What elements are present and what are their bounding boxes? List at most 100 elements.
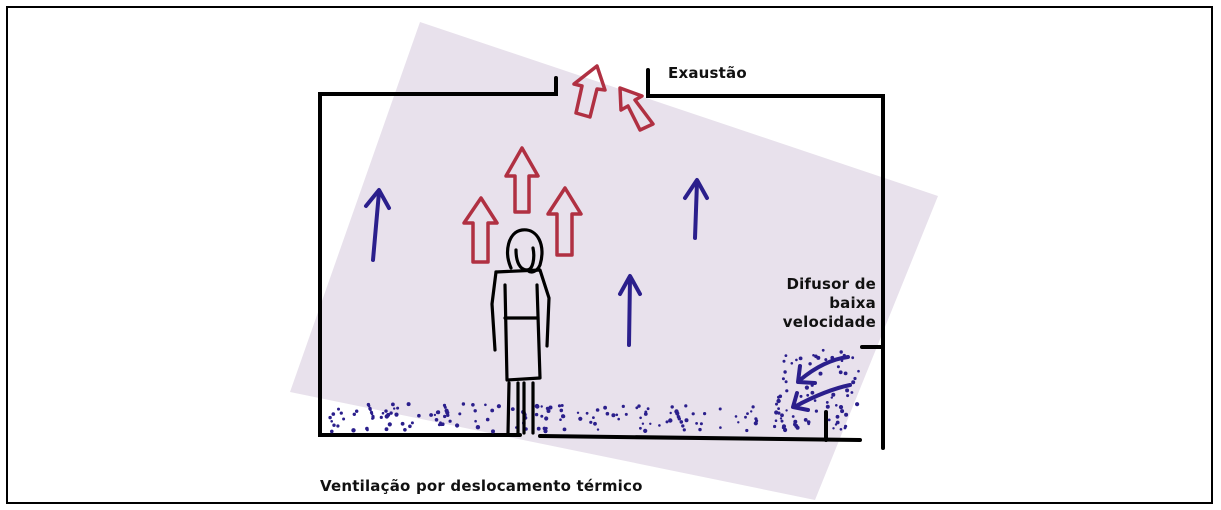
cool-air-dot bbox=[641, 422, 645, 425]
cool-air-dot bbox=[795, 358, 798, 362]
cool-air-dot bbox=[781, 377, 785, 381]
warm-air-arrows bbox=[462, 64, 655, 264]
cool-air-dot bbox=[750, 410, 753, 413]
cool-air-dot bbox=[617, 417, 620, 421]
room-left-ceiling-wall bbox=[318, 76, 558, 437]
cool-air-dot bbox=[559, 418, 562, 422]
cool-air-dot bbox=[589, 420, 593, 424]
floor-line bbox=[538, 434, 862, 442]
cool-air-dot bbox=[807, 422, 811, 426]
warm-arrow-2 bbox=[504, 146, 540, 214]
cool-air-dot bbox=[534, 403, 540, 409]
cool-air-dot bbox=[384, 427, 389, 432]
cool-air-dot bbox=[779, 417, 783, 420]
cool-air-dot bbox=[337, 407, 340, 411]
cool-air-dot bbox=[857, 369, 860, 373]
cool-air-dot bbox=[838, 370, 843, 375]
cool-air-dot bbox=[332, 423, 336, 427]
warm-arrow-4 bbox=[572, 64, 607, 119]
cool-air-dot bbox=[818, 371, 823, 376]
cool-air-dot bbox=[330, 429, 334, 434]
cool-air-dot bbox=[682, 428, 686, 432]
cool-air-dot bbox=[778, 394, 783, 399]
cool-air-dot bbox=[561, 414, 566, 419]
cool-air-dot bbox=[643, 428, 648, 433]
cool-air-dot bbox=[393, 407, 396, 410]
cool-air-dot bbox=[484, 403, 487, 407]
cool-air-dot bbox=[784, 354, 788, 357]
cool-air-dot bbox=[433, 413, 437, 417]
cool-air-dot bbox=[774, 410, 779, 415]
cool-air-dot bbox=[839, 350, 843, 354]
cool-air-dot bbox=[434, 418, 439, 422]
cool-air-dot bbox=[396, 406, 400, 410]
cool-air-dot bbox=[737, 421, 740, 424]
cool-air-dot bbox=[485, 417, 490, 422]
diffuser-label: Difusor de baixa velocidade bbox=[766, 275, 876, 332]
cool-air-dot bbox=[342, 417, 346, 421]
cool-air-dot bbox=[387, 422, 392, 427]
cool-air-dot bbox=[814, 409, 819, 413]
cool-air-dot bbox=[808, 362, 812, 366]
cool-air-dot bbox=[835, 404, 838, 407]
cool-air-dot bbox=[410, 421, 414, 425]
cool-air-dot bbox=[845, 388, 850, 393]
cool-air-dot bbox=[669, 411, 672, 415]
cool-air-dot bbox=[810, 390, 815, 395]
cool-air-dot bbox=[386, 412, 391, 417]
cool-air-dot bbox=[351, 428, 356, 433]
cool-air-dot bbox=[851, 356, 855, 360]
figure-caption: Ventilação por deslocamento térmico bbox=[320, 477, 643, 495]
cool-air-dot bbox=[832, 427, 835, 430]
cool-air-dot bbox=[339, 411, 343, 415]
cool-air-dot bbox=[699, 422, 703, 426]
cool-air-dot bbox=[490, 408, 495, 413]
cool-air-dot bbox=[698, 427, 702, 432]
cool-air-dot bbox=[394, 412, 399, 417]
cool-air-dot bbox=[835, 414, 840, 419]
cool-air-dot bbox=[441, 422, 445, 427]
cool-air-dot bbox=[734, 415, 738, 418]
cool-air-dot bbox=[753, 421, 758, 426]
cool-air-dot bbox=[471, 403, 475, 407]
cool-air-dot bbox=[751, 405, 755, 409]
cool-air-dot bbox=[798, 356, 803, 361]
cool-air-dot bbox=[330, 420, 334, 423]
cool-air-dot bbox=[783, 370, 787, 374]
cool-air-dot bbox=[562, 427, 567, 432]
warm-arrow-5 bbox=[618, 86, 655, 132]
cool-air-dot bbox=[670, 405, 674, 409]
cool-air-dot bbox=[745, 428, 749, 433]
cool-air-dot bbox=[665, 420, 669, 424]
cool-air-dot bbox=[403, 428, 407, 432]
cool-air-dot bbox=[780, 413, 784, 418]
cool-air-dot bbox=[458, 412, 462, 416]
cool-air-dot bbox=[445, 410, 450, 415]
cool-air-dot bbox=[400, 421, 405, 426]
cool-air-dot bbox=[816, 355, 821, 360]
cool-air-dot bbox=[668, 418, 673, 423]
cool-air-dot bbox=[491, 429, 495, 434]
cool-air-dot bbox=[389, 411, 393, 415]
cool-air-dot bbox=[560, 404, 564, 407]
cool-air-dot bbox=[331, 412, 336, 416]
cool-air-dot bbox=[536, 426, 541, 431]
cool-air-dot bbox=[596, 428, 600, 431]
cool-air-dot bbox=[372, 416, 375, 420]
cool-air-dot bbox=[435, 410, 440, 414]
cool-air-dot bbox=[691, 412, 695, 416]
cool-air-dot bbox=[429, 413, 433, 417]
cool-arrow-3 bbox=[618, 274, 642, 347]
cool-air-dot bbox=[799, 394, 803, 398]
cool-air-dot bbox=[576, 411, 580, 414]
cool-air-dot bbox=[844, 412, 849, 417]
cool-air-dot bbox=[443, 414, 447, 419]
cool-air-dot bbox=[838, 405, 844, 410]
cool-air-dot bbox=[695, 422, 698, 425]
cool-air-dot bbox=[384, 409, 388, 413]
cool-air-dot bbox=[851, 380, 856, 385]
cool-air-dot bbox=[559, 408, 564, 413]
cool-air-dot bbox=[843, 371, 848, 376]
cool-air-dot bbox=[684, 418, 689, 423]
